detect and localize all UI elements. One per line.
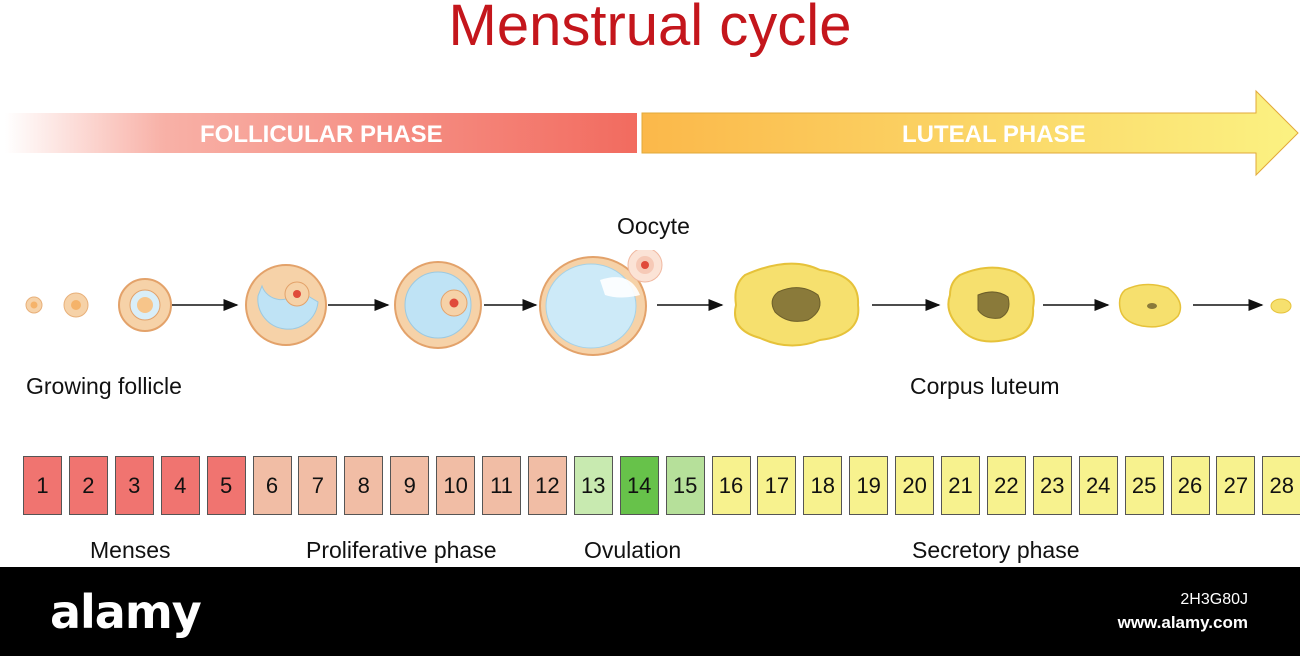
cycle-day-box: 18 [803,456,843,515]
secretory-phase-label: Secretory phase [912,537,1080,563]
luteal-phase-label: LUTEAL PHASE [902,121,1086,148]
cycle-day-box: 14 [619,456,659,515]
antral-follicle [245,264,327,346]
cycle-day-box: 17 [757,456,797,515]
oocyte-label: Oocyte [617,213,690,239]
corpus-luteum-late [1118,283,1182,328]
cycle-day-box: 2 [68,456,108,515]
corpus-luteum-mid [947,266,1035,343]
growing-follicle-label: Growing follicle [26,373,182,399]
cycle-day-box: 13 [573,456,613,515]
cycle-day-box: 9 [390,456,430,515]
cycle-day-box: 8 [344,456,384,515]
cycle-day-box: 5 [206,456,246,515]
cycle-day-box: 16 [711,456,751,515]
corpus-luteum-early [734,262,860,347]
cycle-day-box: 19 [849,456,889,515]
follicular-phase-band [5,113,637,153]
follicular-phase-label: FOLLICULAR PHASE [200,121,443,148]
cycle-day-box: 12 [527,456,567,515]
primary-follicle [63,292,89,318]
cycle-day-box: 24 [1078,456,1118,515]
watermark-image-id: 2H3G80J [1180,591,1248,608]
cycle-day-box: 10 [436,456,476,515]
page-title: Menstrual cycle [448,0,852,58]
ovulating-follicle [539,256,647,356]
proliferative-phase-label: Proliferative phase [306,537,497,563]
cycle-day-box: 3 [114,456,154,515]
cycle-day-box: 11 [482,456,521,515]
corpus-albicans [1270,298,1292,314]
watermark-footer: alamy 2H3G80J www.alamy.com [0,567,1300,656]
oocyte-cell [627,250,663,283]
watermark-url: www.alamy.com [1117,613,1248,632]
cycle-day-box: 20 [895,456,935,515]
cycle-day-box: 6 [252,456,292,515]
cycle-day-box: 23 [1032,456,1072,515]
ovarian-follicle-sequence [25,250,1292,356]
primordial-follicle [25,296,43,314]
cycle-day-box: 22 [986,456,1026,515]
phase-timeline-arrow [5,89,1299,177]
cycle-day-box: 21 [941,456,980,515]
mature-follicle [394,261,482,349]
secondary-follicle [118,278,172,332]
luteal-phase-arrow [641,89,1299,177]
ovulation-label: Ovulation [584,537,682,563]
cycle-day-box: 28 [1262,456,1300,515]
cycle-day-box: 26 [1170,456,1210,515]
watermark-logo: alamy [50,585,202,639]
menses-label: Menses [90,537,171,563]
corpus-luteum-label: Corpus luteum [910,373,1060,399]
cycle-day-box: 15 [665,456,705,515]
cycle-day-box: 4 [160,456,200,515]
cycle-day-box: 7 [298,456,338,515]
cycle-day-box: 25 [1124,456,1164,515]
cycle-day-box: 27 [1216,456,1256,515]
cycle-day-box: 1 [23,456,62,515]
